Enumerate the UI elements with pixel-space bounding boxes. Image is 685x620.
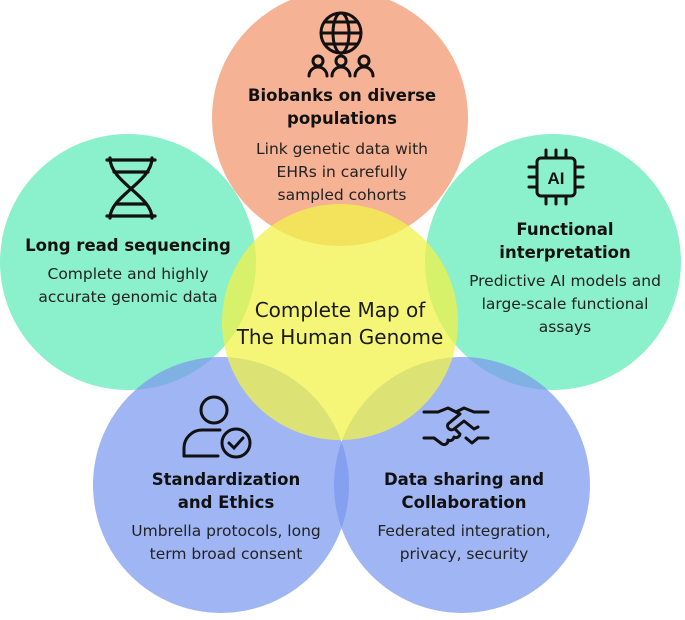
- node-long-read-text: Long read sequencing Complete and highly…: [8, 234, 248, 309]
- node-functional-desc-line1: Predictive AI models and: [469, 272, 661, 290]
- node-functional-text: Functional interpretation Predictive AI …: [450, 218, 680, 339]
- circle-biobanks: [212, 0, 468, 246]
- node-data-sharing-desc-line2: privacy, security: [399, 545, 529, 563]
- circle-functional: [425, 134, 681, 390]
- node-data-sharing-text: Data sharing and Collaboration Federated…: [346, 468, 582, 566]
- node-data-sharing-desc-line1: Federated integration,: [377, 522, 551, 540]
- handshake-icon: [422, 406, 490, 447]
- node-functional-title-line1: Functional: [516, 220, 614, 239]
- node-standardization-text: Standardization and Ethics Umbrella prot…: [108, 468, 344, 566]
- user-check-icon: [182, 395, 252, 459]
- node-long-read-desc-line2: accurate genomic data: [38, 288, 218, 306]
- node-standardization-desc-line2: term broad consent: [149, 545, 303, 563]
- node-long-read-desc-line1: Complete and highly: [47, 265, 209, 283]
- globe-people-icon: [307, 11, 375, 78]
- node-long-read-title: Long read sequencing: [25, 236, 231, 255]
- circle-long-read: [0, 134, 256, 390]
- node-biobanks-title-line1: Biobanks on diverse: [247, 86, 437, 105]
- ai-chip-icon: [527, 148, 585, 206]
- node-standardization-title-line2: and Ethics: [177, 493, 275, 512]
- node-biobanks-text: Biobanks on diverse populations Link gen…: [212, 84, 472, 207]
- ai-chip-label: AI: [548, 169, 565, 188]
- node-biobanks-desc-line1: Link genetic data with: [256, 140, 428, 158]
- node-data-sharing-title-line2: Collaboration: [401, 493, 527, 512]
- node-functional-title-line2: interpretation: [499, 243, 631, 262]
- node-biobanks-desc-line2: EHRs in carefully: [276, 163, 408, 181]
- node-biobanks-desc-line3: sampled cohorts: [277, 186, 407, 204]
- node-data-sharing-title-line1: Data sharing and: [383, 470, 545, 489]
- center-title-line2: The Human Genome: [236, 325, 444, 349]
- node-functional-desc-line3: assays: [538, 318, 592, 336]
- circle-center: [222, 204, 458, 440]
- node-standardization-title-line1: Standardization: [151, 470, 301, 489]
- center-text: Complete Map of The Human Genome: [222, 297, 458, 351]
- node-biobanks-title-line2: populations: [287, 109, 397, 128]
- node-functional-desc-line2: large-scale functional: [481, 295, 649, 313]
- node-standardization-desc-line1: Umbrella protocols, long: [131, 522, 321, 540]
- center-title-line1: Complete Map of: [254, 298, 426, 322]
- dna-icon: [105, 156, 157, 220]
